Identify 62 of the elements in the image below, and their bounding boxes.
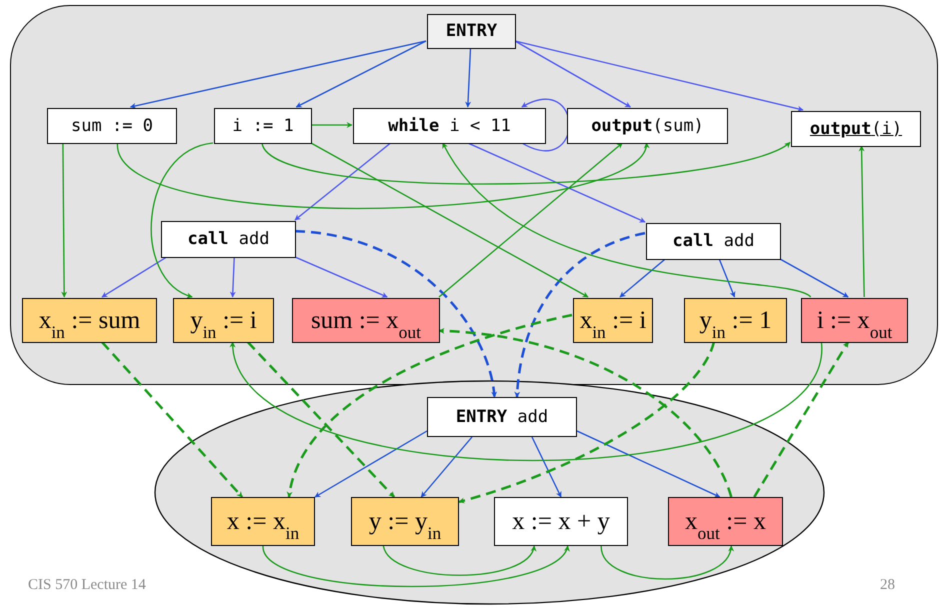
statement-node: x := x + y bbox=[494, 497, 628, 546]
arrow bbox=[438, 142, 623, 298]
arrow bbox=[858, 145, 865, 298]
footer-text: 28 bbox=[880, 576, 895, 595]
arrow bbox=[294, 256, 388, 298]
statement-node: output(i) bbox=[791, 111, 921, 147]
rounded-region bbox=[10, 5, 938, 385]
statement-node: while i < 11 bbox=[353, 108, 546, 144]
arrow bbox=[514, 40, 631, 108]
arrow bbox=[294, 142, 391, 220]
arrow bbox=[620, 258, 666, 298]
statement-node: call add bbox=[161, 221, 296, 258]
statement-node: call add bbox=[646, 223, 781, 260]
parameter-out-node: i := x$_{out}$ bbox=[801, 298, 908, 343]
arrow bbox=[231, 341, 822, 462]
arrow bbox=[442, 142, 811, 298]
parameter-in-node: x$_{in}$ := i bbox=[573, 298, 653, 343]
parameter-out-node: x$_{out}$ := x bbox=[668, 497, 783, 546]
arrow bbox=[61, 143, 68, 298]
dashed-arrow bbox=[287, 314, 572, 498]
arrow bbox=[230, 256, 236, 298]
dashed-arrow bbox=[438, 328, 732, 498]
dashed-arrow bbox=[101, 341, 244, 498]
arrow bbox=[531, 436, 562, 498]
dashed-arrow bbox=[458, 342, 716, 504]
arrow bbox=[130, 40, 426, 109]
dashed-arrow bbox=[294, 230, 497, 398]
arrow bbox=[468, 142, 646, 223]
dashed-arrow bbox=[246, 341, 396, 498]
arrow bbox=[150, 142, 214, 298]
arrow bbox=[296, 40, 426, 108]
arrow bbox=[465, 48, 472, 108]
parameter-in-node: x$_{in}$ := sum bbox=[22, 298, 157, 343]
statement-node: sum := 0 bbox=[47, 108, 177, 144]
arrow bbox=[116, 142, 648, 209]
statement-node: ENTRY add bbox=[427, 397, 577, 437]
parameter-in-node: y := y$_{in}$ bbox=[351, 497, 459, 546]
arrow bbox=[780, 258, 849, 298]
arrow bbox=[521, 98, 570, 152]
arrow bbox=[514, 40, 804, 112]
arrow bbox=[262, 546, 568, 588]
arrow bbox=[420, 436, 472, 498]
arrow bbox=[262, 142, 791, 184]
parameter-in-node: y$_{in}$ := i bbox=[173, 298, 274, 343]
arrow bbox=[600, 545, 733, 580]
dashed-arrow bbox=[514, 232, 646, 398]
ellipse-region bbox=[154, 380, 825, 605]
arrow bbox=[311, 122, 353, 128]
parameter-in-node: x := x$_{in}$ bbox=[211, 497, 315, 546]
entry-node: ENTRY bbox=[427, 14, 516, 49]
parameter-out-node: sum := x$_{out}$ bbox=[292, 298, 440, 343]
footer-text: CIS 570 Lecture 14 bbox=[28, 576, 146, 595]
dashed-arrow bbox=[753, 341, 850, 498]
arrow bbox=[382, 545, 535, 576]
arrow bbox=[102, 256, 168, 298]
statement-node: output(sum) bbox=[567, 108, 728, 144]
arrow bbox=[310, 142, 589, 298]
arrow bbox=[718, 258, 736, 298]
parameter-in-node: y$_{in}$ := 1 bbox=[684, 298, 787, 343]
statement-node: i := 1 bbox=[214, 108, 312, 144]
arrow bbox=[314, 430, 428, 498]
arrow bbox=[576, 430, 720, 498]
